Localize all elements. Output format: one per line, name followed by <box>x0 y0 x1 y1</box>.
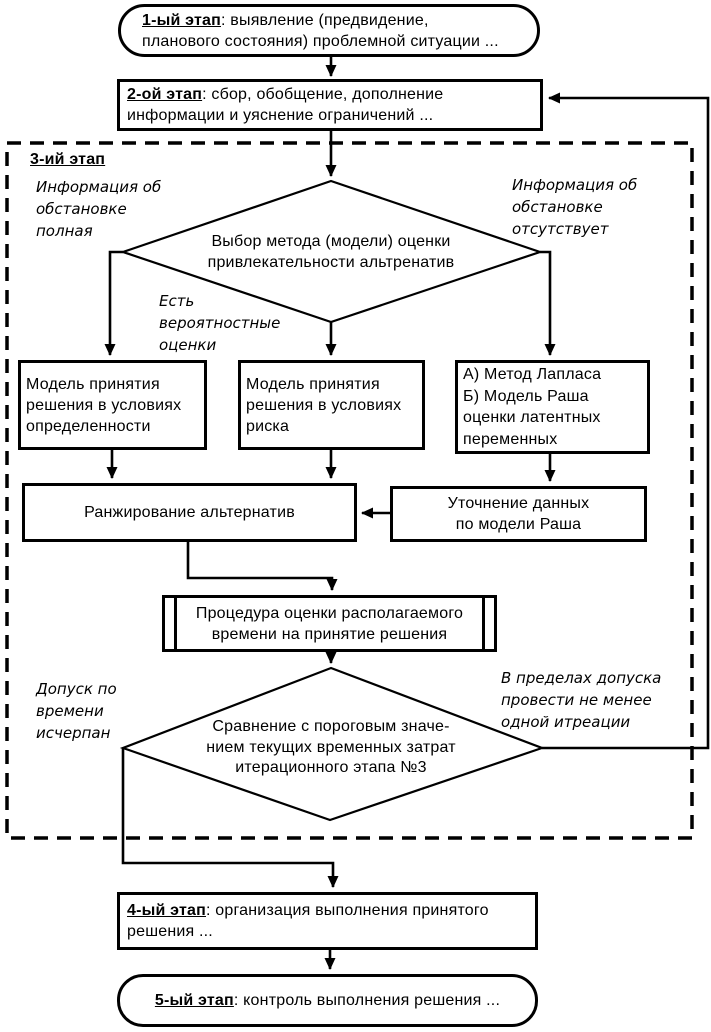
decision2-diamond <box>119 666 546 822</box>
stage5-text: 5-ый этап: контроль выполнения решения .… <box>155 990 500 1011</box>
stage5-description: : контроль выполнения решения ... <box>233 992 501 1009</box>
decision1-text: Выбор метода (модели) оценки привлекател… <box>207 233 455 271</box>
stage4-text: 4-ый этап: организация выполнения принят… <box>127 900 489 942</box>
arrow-decision2-to-stage4 <box>121 748 339 888</box>
arrow-decision1-to-certainty <box>104 250 123 356</box>
stage5-terminator: 5-ый этап: контроль выполнения решения .… <box>117 974 538 1027</box>
stage4-title: 4-ый этап <box>127 902 206 919</box>
predefined-process-right-bar <box>482 598 485 649</box>
arrow-ranking-to-procedure <box>186 542 338 591</box>
certainty-model-box: Модель принятия решения в условиях опред… <box>18 360 207 450</box>
stage4-process: 4-ый этап: организация выполнения принят… <box>117 892 538 950</box>
decision1-diamond <box>119 179 544 324</box>
stage1-text: 1-ый этап: выявление (предвидение, плано… <box>142 10 499 52</box>
arrow-loop-decision2-to-stage2 <box>542 92 710 750</box>
edge-label-within-tolerance: В пределах допуска провести не менее одн… <box>501 669 662 731</box>
time-procedure-text: Процедура оценки располагаемого времени … <box>195 604 464 643</box>
risk-model-box: Модель принятия решения в условиях риска <box>238 360 425 450</box>
stage2-description: : сбор, обобщение, дополнение информации… <box>127 86 444 124</box>
stage2-text: 2-ой этап: сбор, обобщение, дополнение и… <box>127 84 443 126</box>
edge-label-info-full: Информация об обстановке полная <box>36 178 162 240</box>
stage3-frame-label: 3-ий этап <box>30 151 106 168</box>
rasch-refinement-box: Уточнение данных по модели Раша <box>390 486 647 542</box>
flow-arrows <box>104 57 710 970</box>
predefined-process-left-bar <box>174 598 177 649</box>
ranking-box: Ранжирование альтернатив <box>22 483 357 542</box>
laplace-rasch-box: А) Метод Лапласа Б) Модель Раша оценки л… <box>455 360 650 454</box>
stage1-terminator: 1-ый этап: выявление (предвидение, плано… <box>118 4 540 57</box>
arrow-decision1-to-laplace <box>540 250 556 356</box>
time-procedure-box: Процедура оценки располагаемого времени … <box>162 595 497 652</box>
stage5-title: 5-ый этап <box>154 992 234 1009</box>
decision2-text: Сравнение с пороговым значе- нием текущи… <box>206 718 456 776</box>
edge-label-info-absent: Информация об обстановке отсутствует <box>512 176 638 238</box>
stage2-process: 2-ой этап: сбор, обобщение, дополнение и… <box>117 79 543 131</box>
stage2-title: 2-ой этап <box>127 86 203 103</box>
stage1-description: : выявление (предвидение, планового сост… <box>142 11 499 50</box>
stage4-description: : организация выполнения принятого решен… <box>127 902 489 940</box>
stage1-title: 1-ый этап <box>142 11 221 29</box>
edge-label-time-exhausted: Допуск по времени исчерпан <box>36 680 117 742</box>
edge-label-prob-estimates: Есть вероятностные оценки <box>159 292 281 354</box>
